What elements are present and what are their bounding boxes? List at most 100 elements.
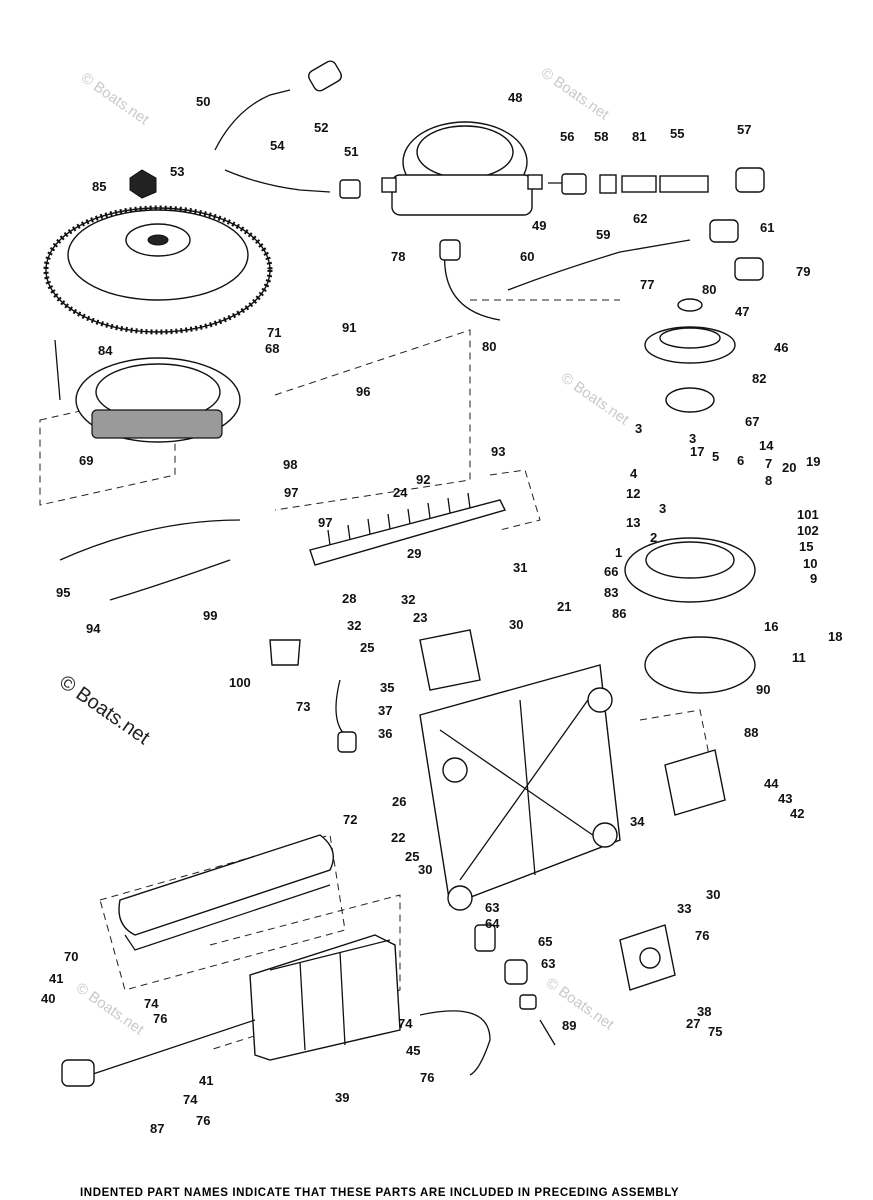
- callout-76c: 76: [420, 1070, 434, 1085]
- callout-8: 8: [765, 473, 772, 488]
- callout-74c: 74: [183, 1092, 198, 1107]
- callout-88: 88: [744, 725, 758, 740]
- callout-50: 50: [196, 94, 210, 109]
- callout-86: 86: [612, 606, 626, 621]
- callout-94: 94: [86, 621, 101, 636]
- callout-36: 36: [378, 726, 392, 741]
- watermark-5: © Boats.net: [73, 979, 148, 1038]
- callout-6: 6: [737, 453, 744, 468]
- callout-16: 16: [764, 619, 778, 634]
- callout-7: 7: [765, 456, 772, 471]
- callout-22: 22: [391, 830, 405, 845]
- callout-48: 48: [508, 90, 522, 105]
- callout-3a: 3: [635, 421, 642, 436]
- callout-93: 93: [491, 444, 505, 459]
- callout-1: 1: [615, 545, 622, 560]
- callout-3c: 3: [659, 501, 666, 516]
- callout-95: 95: [56, 585, 70, 600]
- callout-71: 71: [267, 325, 281, 340]
- callout-63b: 63: [541, 956, 555, 971]
- callout-42: 42: [790, 806, 804, 821]
- callout-15: 15: [799, 539, 813, 554]
- callout-33: 33: [677, 901, 691, 916]
- callout-14: 14: [759, 438, 774, 453]
- callout-5: 5: [712, 449, 719, 464]
- callout-70: 70: [64, 949, 78, 964]
- callout-76b: 76: [153, 1011, 167, 1026]
- callout-37: 37: [378, 703, 392, 718]
- distributor-cap-part: [381, 121, 543, 216]
- callout-90: 90: [756, 682, 770, 697]
- callout-76d: 76: [196, 1113, 210, 1128]
- callout-46: 46: [774, 340, 788, 355]
- callout-3b: 3: [689, 431, 696, 446]
- callout-99: 99: [203, 608, 217, 623]
- callout-17: 17: [690, 444, 704, 459]
- power-pack-part: [61, 934, 401, 1087]
- callout-30a: 30: [509, 617, 523, 632]
- callout-43: 43: [778, 791, 792, 806]
- callout-25b: 25: [405, 849, 419, 864]
- callout-97b: 97: [318, 515, 332, 530]
- callout-21: 21: [557, 599, 571, 614]
- callout-68: 68: [265, 341, 279, 356]
- callout-102: 102: [797, 523, 819, 538]
- callout-82: 82: [752, 371, 766, 386]
- callout-39: 39: [335, 1090, 349, 1105]
- callout-41b: 41: [199, 1073, 213, 1088]
- callout-34: 34: [630, 814, 645, 829]
- callout-97a: 97: [284, 485, 298, 500]
- callout-62: 62: [633, 211, 647, 226]
- callout-30c: 30: [706, 887, 720, 902]
- callout-79: 79: [796, 264, 810, 279]
- callout-53: 53: [170, 164, 184, 179]
- callout-60: 60: [520, 249, 534, 264]
- callout-11: 11: [792, 650, 806, 665]
- callout-30b: 30: [418, 862, 432, 877]
- callout-55: 55: [670, 126, 684, 141]
- callout-80a: 80: [482, 339, 496, 354]
- cover-part: [118, 834, 334, 951]
- callout-52: 52: [314, 120, 328, 135]
- mounting-plate-part: [419, 664, 621, 911]
- callout-44: 44: [764, 776, 779, 791]
- hardware-parts: [54, 339, 556, 1076]
- callout-32b: 32: [347, 618, 361, 633]
- callout-24: 24: [393, 485, 408, 500]
- callout-75: 75: [708, 1024, 722, 1039]
- callout-74a: 74: [144, 996, 159, 1011]
- callout-2: 2: [650, 530, 657, 545]
- flywheel-part: [43, 205, 273, 335]
- sensor-parts: [619, 749, 726, 991]
- callout-87: 87: [150, 1121, 164, 1136]
- callout-51: 51: [344, 144, 358, 159]
- callout-64: 64: [485, 916, 500, 931]
- callout-13: 13: [626, 515, 640, 530]
- callout-38: 38: [697, 1004, 711, 1019]
- callout-20: 20: [782, 460, 796, 475]
- callout-89: 89: [562, 1018, 576, 1033]
- callout-81: 81: [632, 129, 646, 144]
- callout-77: 77: [640, 277, 654, 292]
- callout-59: 59: [596, 227, 610, 242]
- callout-28: 28: [342, 591, 356, 606]
- callout-23: 23: [413, 610, 427, 625]
- callout-27: 27: [686, 1016, 700, 1031]
- callout-9: 9: [810, 571, 817, 586]
- callout-40: 40: [41, 991, 55, 1006]
- terminal-block-part: [309, 492, 507, 566]
- callout-54: 54: [270, 138, 285, 153]
- callout-92: 92: [416, 472, 430, 487]
- callout-58: 58: [594, 129, 608, 144]
- callout-96: 96: [356, 384, 370, 399]
- stator-part: [75, 357, 241, 443]
- callout-67: 67: [745, 414, 759, 429]
- callout-57: 57: [737, 122, 751, 137]
- callout-56: 56: [560, 129, 574, 144]
- watermark-large: © Boats.net: [55, 671, 154, 749]
- watermark-1: © Boats.net: [78, 69, 153, 128]
- spark-plug-wires: [129, 60, 765, 321]
- callout-63a: 63: [485, 900, 499, 915]
- callout-35: 35: [380, 680, 394, 695]
